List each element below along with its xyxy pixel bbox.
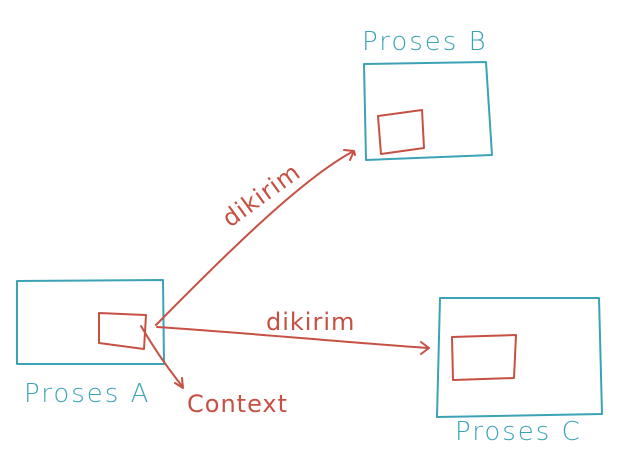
edge-a-to-context: Context <box>140 325 288 418</box>
edge-a-to-b-arrowhead <box>343 149 356 161</box>
edge-a-to-b-line <box>155 151 353 326</box>
process-a-label: Proses A <box>24 379 150 409</box>
edge-a-to-c: dikirim <box>156 308 430 355</box>
edge-a-to-context-arrowhead <box>174 377 184 389</box>
process-a-box <box>16 279 165 365</box>
context-label: Context <box>187 390 288 418</box>
process-c: Proses C <box>436 297 603 447</box>
process-c-label: Proses C <box>455 417 582 447</box>
process-b: Proses B <box>362 27 493 161</box>
edge-a-to-c-label: dikirim <box>266 308 355 336</box>
edge-a-to-c-line <box>156 326 429 349</box>
process-c-context-box <box>451 334 517 381</box>
process-c-box <box>436 297 603 418</box>
process-a-context-box <box>98 312 147 350</box>
process-b-label: Proses B <box>362 27 488 57</box>
process-a: Proses A <box>16 279 165 409</box>
edge-a-to-c-arrowhead <box>420 341 430 355</box>
edge-a-to-b: dikirim <box>155 149 356 326</box>
process-b-box <box>363 61 493 161</box>
edge-a-to-context-line <box>140 325 183 387</box>
process-b-context-box <box>377 109 425 155</box>
